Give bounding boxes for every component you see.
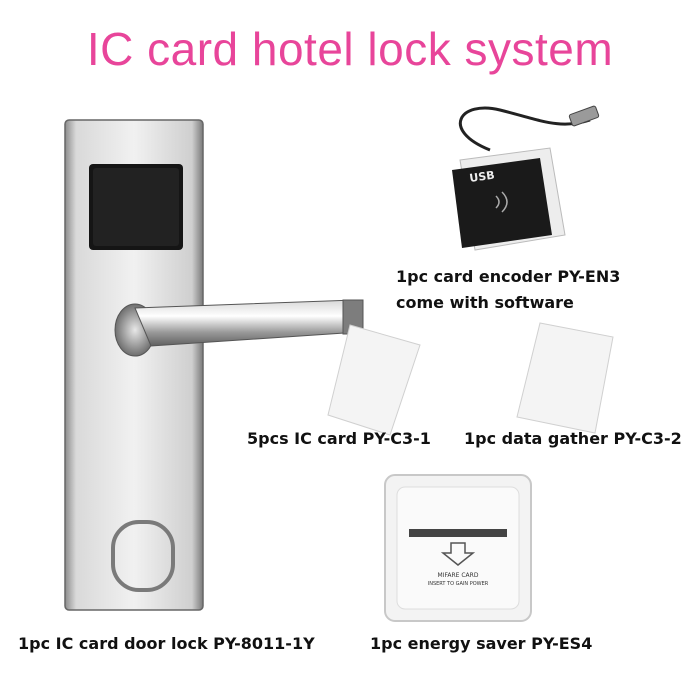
encoder-label-line1: 1pc card encoder PY-EN3 — [396, 267, 621, 286]
energy-saver-label: 1pc energy saver PY-ES4 — [370, 634, 593, 653]
encoder-brand-text: USB — [469, 169, 496, 185]
page-title: IC card hotel lock system — [86, 23, 614, 75]
door-lock-image — [64, 119, 364, 611]
data-gather-label: 1pc data gather PY-C3-2 — [464, 429, 682, 448]
door-lock-label: 1pc IC card door lock PY-8011-1Y — [18, 634, 315, 653]
energy-saver-text-1: MIFARE CARD — [438, 572, 479, 579]
energy-saver-text-2: INSERT TO GAIN POWER — [428, 581, 489, 587]
encoder-label-line2: come with software — [396, 293, 574, 312]
ic-card-label: 5pcs IC card PY-C3-1 — [247, 429, 431, 448]
card-encoder-image: USB — [452, 105, 600, 251]
energy-saver-image: MIFARE CARD INSERT TO GAIN POWER — [384, 474, 532, 622]
data-gather-card-image — [516, 322, 614, 434]
ic-card-image — [327, 324, 421, 436]
